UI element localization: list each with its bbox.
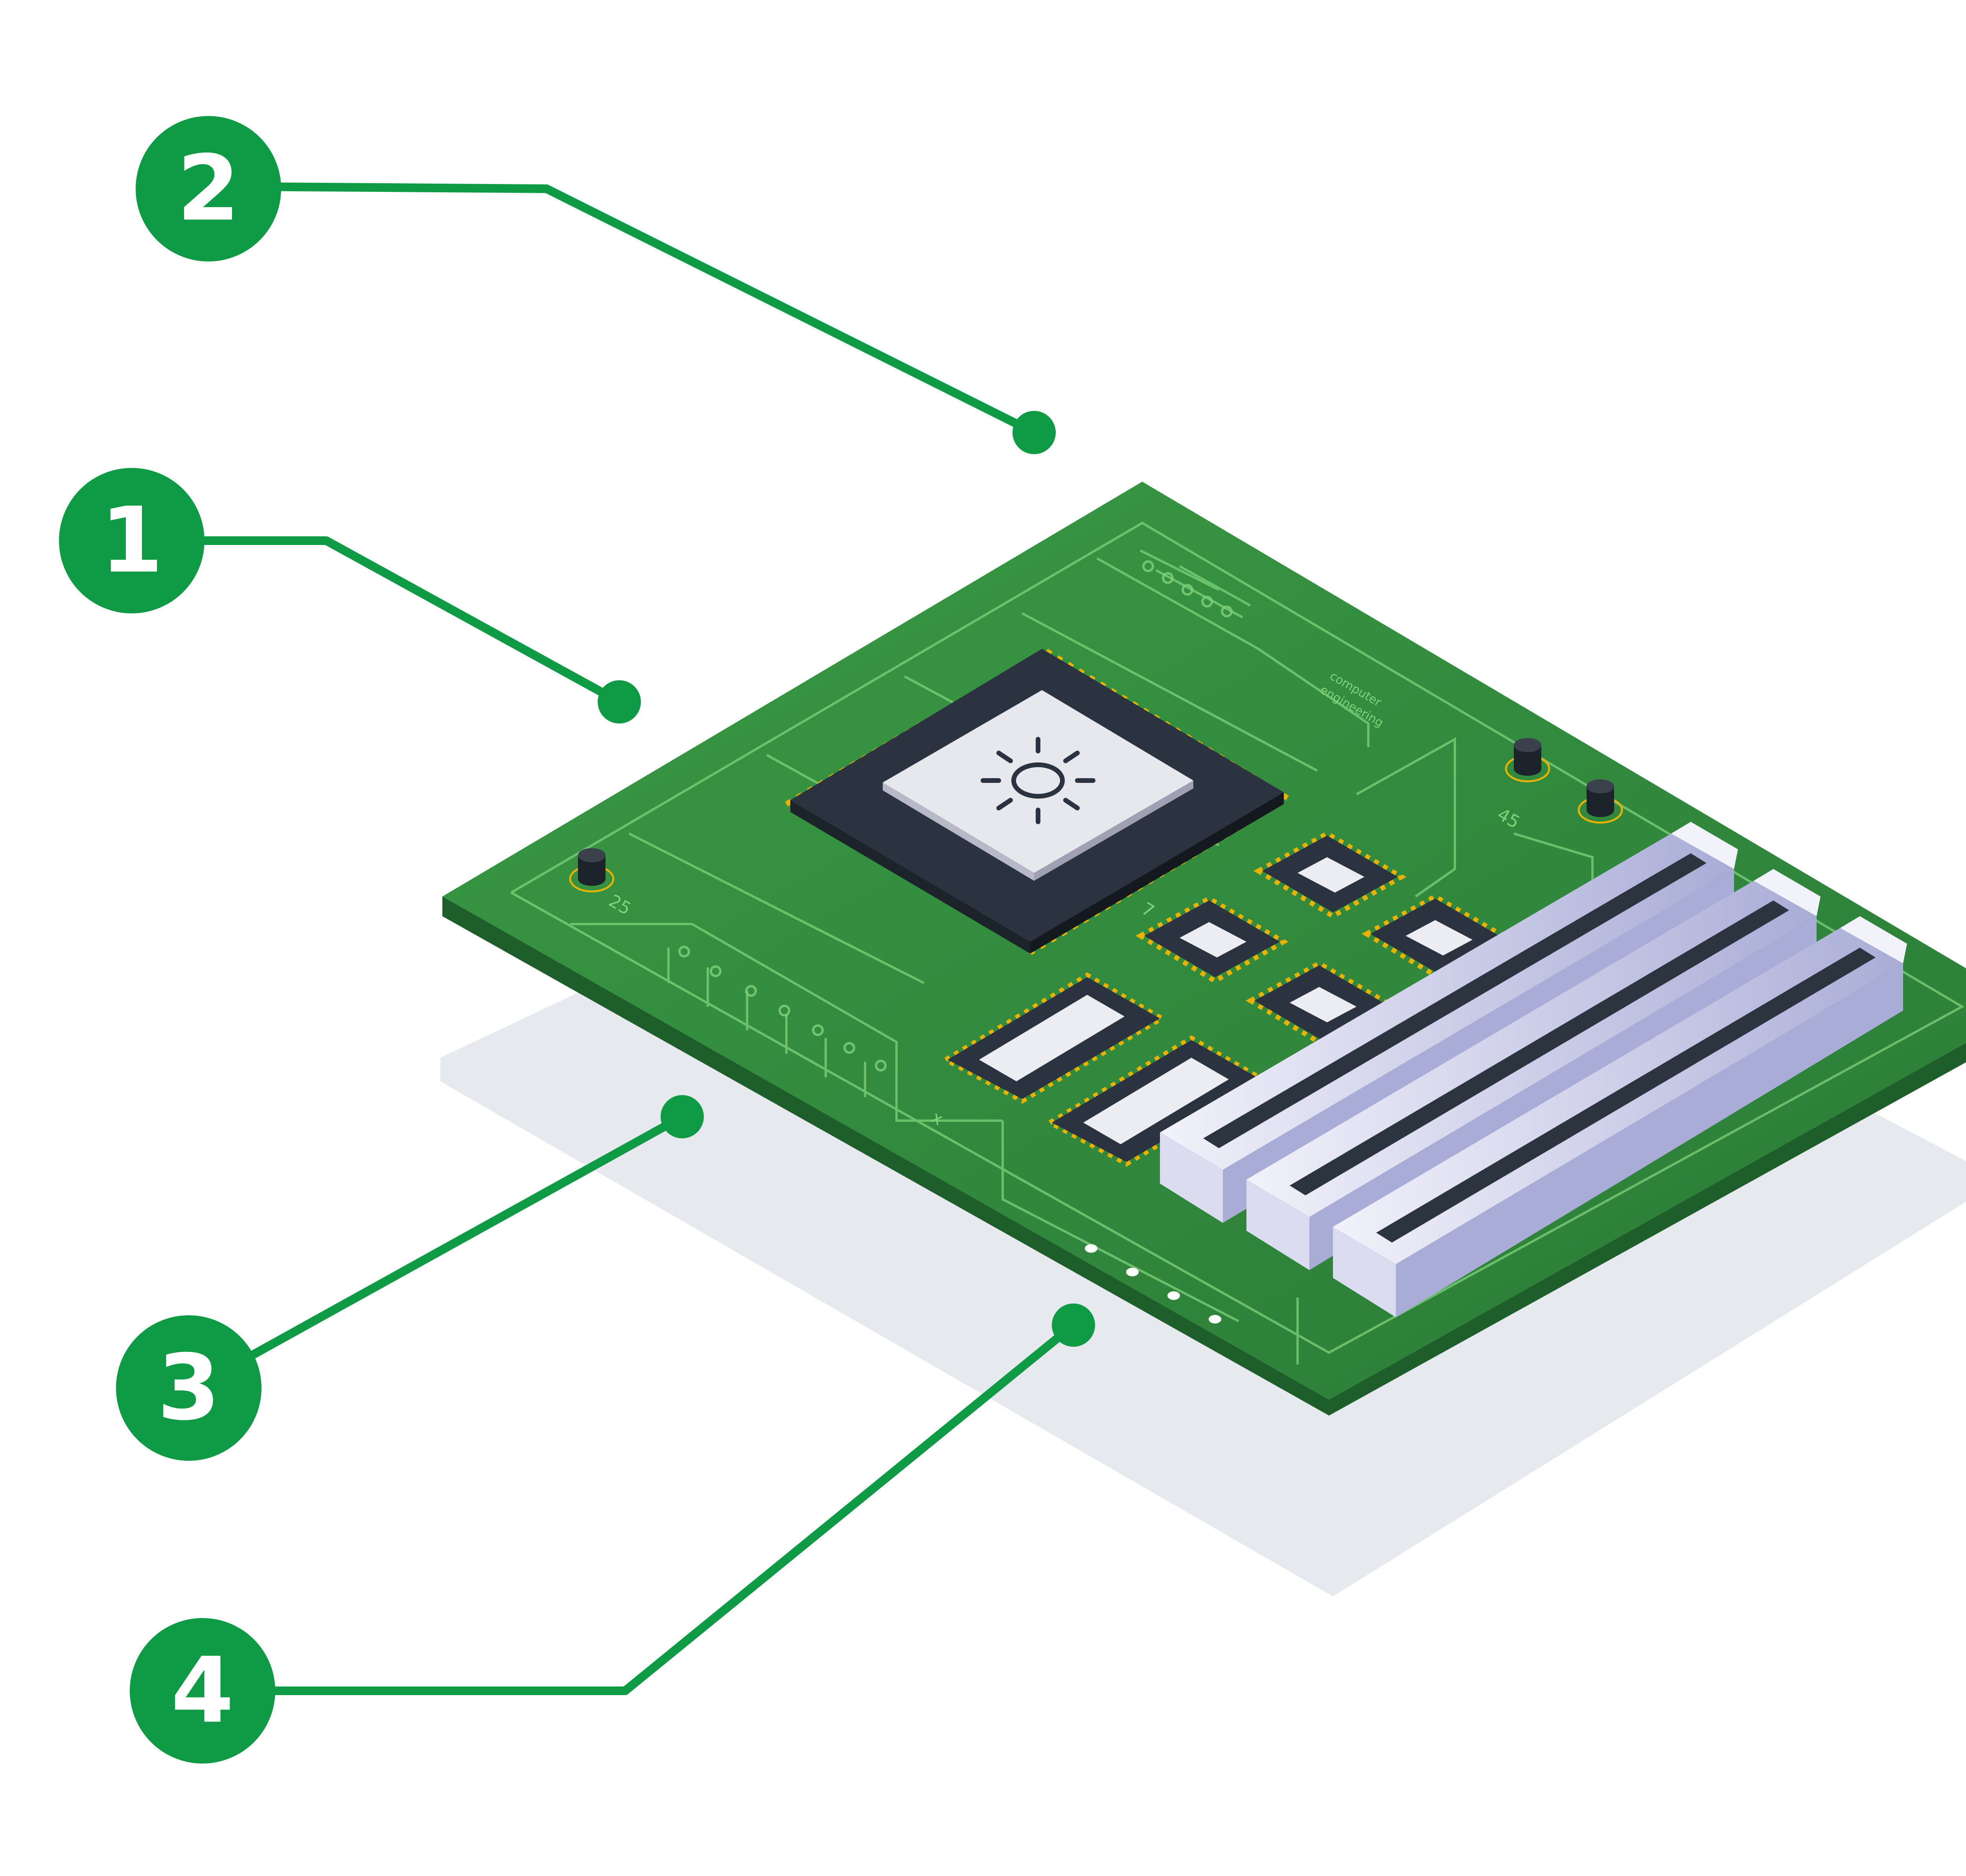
leader-line-3 <box>247 1113 685 1361</box>
callout-2: 2 <box>136 116 281 261</box>
leader-line-1 <box>197 536 622 706</box>
anchor-dot-2 <box>1012 411 1056 454</box>
ram-slot-3 <box>1333 916 1907 1317</box>
leader-line-2 <box>275 182 1036 436</box>
leader-line-4 <box>261 1322 1076 1695</box>
callout-number-4: 4 <box>171 1639 234 1743</box>
callout-3: 3 <box>116 1315 261 1461</box>
anchor-dot-1 <box>598 680 641 724</box>
standoff-left <box>569 848 615 893</box>
sun-icon <box>981 737 1095 824</box>
callout-1: 1 <box>59 468 204 613</box>
standoff-right-1 <box>1505 738 1550 782</box>
callout-number-1: 1 <box>100 488 163 593</box>
wide-chip-2 <box>1045 1035 1271 1167</box>
small-chip-2 <box>1135 896 1289 984</box>
anchor-dot-4 <box>1052 1303 1095 1347</box>
callout-leaders <box>197 182 1076 1695</box>
cpu-chip <box>781 647 1293 955</box>
callout-4: 4 <box>130 1618 275 1764</box>
wide-chip-1 <box>941 972 1167 1104</box>
trace-pads <box>678 560 1233 1071</box>
callout-number-3: 3 <box>157 1336 220 1441</box>
callout-number-2: 2 <box>177 136 240 241</box>
anchor-dot-3 <box>661 1095 704 1138</box>
small-chip-1 <box>1253 831 1407 919</box>
callout-anchors <box>598 411 1095 1347</box>
led-indicators <box>1085 1244 1221 1324</box>
standoff-right-2 <box>1578 779 1623 824</box>
